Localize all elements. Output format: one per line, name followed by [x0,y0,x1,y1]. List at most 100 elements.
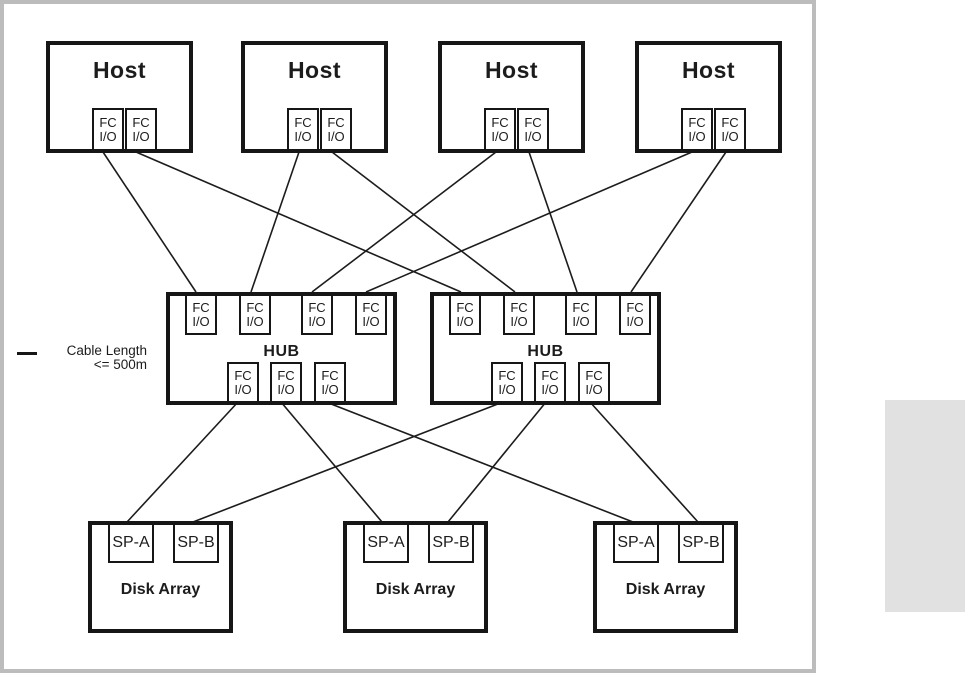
host-box-3: Host FC I/O FC I/O [438,41,585,153]
disk-array-label: Disk Array [625,581,706,598]
fc-port-label: I/O [572,313,590,329]
host-label: Host [484,57,539,83]
hub2-bottom-port-1: FC I/O [491,362,523,403]
fc-port-label: I/O [192,313,210,329]
sp-port-label: SP-B [682,534,720,551]
fc-port-label: I/O [308,313,326,329]
hub1-bottom-port-2: FC I/O [270,362,302,403]
hub-box-1: HUB FC I/O FC I/O FC I/O FC I/O FC I/O F… [166,292,397,405]
cable-host3-fc-port-a-to-hub1-top-port-3 [311,151,497,293]
cable-hub2-bottom-port-1-to-array1-sp-b [192,401,504,523]
host3-fc-port-a: FC I/O [484,108,516,151]
fc-port-label: I/O [246,313,264,329]
hub1-bottom-port-1: FC I/O [227,362,259,403]
hub2-bottom-port-2: FC I/O [534,362,566,403]
cable-hub2-bottom-port-2-to-array2-sp-b [447,401,547,523]
array2-sp-a: SP-A [363,523,409,563]
hub2-top-port-2: FC I/O [503,294,535,335]
hub1-top-port-1: FC I/O [185,294,217,335]
array3-sp-b: SP-B [678,523,724,563]
disk-array-label: Disk Array [375,581,456,598]
hub-box-2: HUB FC I/O FC I/O FC I/O FC I/O FC I/O F… [430,292,661,405]
fc-port-label: FC [498,367,516,383]
cable-length-legend: Cable Length <= 500m [17,344,147,372]
host-box-1: Host FC I/O FC I/O [46,41,193,153]
fc-port-label: FC [510,299,528,315]
cable-host3-fc-port-b-to-hub2-top-port-3 [528,151,578,293]
fc-port-label: I/O [498,381,516,397]
fc-port-label: I/O [277,381,295,397]
fc-port-label: I/O [491,128,509,144]
fc-port-label: FC [308,299,326,315]
disk-array-box-2: SP-A SP-B Disk Array [343,521,488,633]
fc-port-label: I/O [688,128,706,144]
fc-port-label: I/O [721,128,739,144]
fc-port-label: FC [491,114,509,130]
cable-host1-fc-port-b-to-hub2-top-port-1 [135,151,462,293]
cable-host1-fc-port-a-to-hub1-top-port-1 [102,151,197,293]
host-label: Host [287,57,342,83]
fc-port-label: FC [327,114,345,130]
sp-port-label: SP-A [617,534,655,551]
legend-cable-sample-line [17,352,37,355]
cable-host2-fc-port-a-to-hub1-top-port-2 [250,151,300,293]
fc-port-label: I/O [510,313,528,329]
fc-port-label: FC [585,367,603,383]
sp-port-label: SP-A [112,534,150,551]
cable-host2-fc-port-b-to-hub2-top-port-2 [331,151,516,293]
host4-fc-port-a: FC I/O [681,108,713,151]
cable-hub2-bottom-port-3-to-array3-sp-b [589,401,699,523]
hub-label: HUB [527,343,564,360]
fc-port-label: I/O [541,381,559,397]
hub2-top-port-4: FC I/O [619,294,651,335]
fc-port-label: FC [362,299,380,315]
host-label: Host [92,57,147,83]
fc-port-label: I/O [234,381,252,397]
fc-port-label: I/O [585,381,603,397]
fc-port-label: I/O [456,313,474,329]
host4-fc-port-b: FC I/O [714,108,746,151]
fc-port-label: FC [541,367,559,383]
hub1-bottom-port-3: FC I/O [314,362,346,403]
fc-port-label: FC [99,114,117,130]
host2-fc-port-a: FC I/O [287,108,319,151]
array1-sp-b: SP-B [173,523,219,563]
fc-port-label: I/O [321,381,339,397]
fc-port-label: FC [294,114,312,130]
fc-port-label: I/O [132,128,150,144]
cable-host4-fc-port-b-to-hub2-top-port-4 [630,151,727,293]
hub2-top-port-3: FC I/O [565,294,597,335]
array3-sp-a: SP-A [613,523,659,563]
sp-port-label: SP-A [367,534,405,551]
host1-fc-port-b: FC I/O [125,108,157,151]
fc-port-label: I/O [524,128,542,144]
hub2-top-port-1: FC I/O [449,294,481,335]
fc-port-label: FC [277,367,295,383]
fc-port-label: FC [321,367,339,383]
fc-port-label: FC [572,299,590,315]
disk-array-box-3: SP-A SP-B Disk Array [593,521,738,633]
legend-text-line1: Cable Length [66,343,147,358]
hub1-top-port-2: FC I/O [239,294,271,335]
fc-port-label: I/O [99,128,117,144]
fc-port-label: FC [246,299,264,315]
legend-text-line2: <= 500m [93,357,147,372]
disk-array-label: Disk Array [120,581,201,598]
fc-port-label: FC [192,299,210,315]
host-box-2: Host FC I/O FC I/O [241,41,388,153]
fc-port-label: FC [721,114,739,130]
fc-port-label: FC [456,299,474,315]
array2-sp-b: SP-B [428,523,474,563]
host3-fc-port-b: FC I/O [517,108,549,151]
sp-port-label: SP-B [177,534,215,551]
disk-array-box-1: SP-A SP-B Disk Array [88,521,233,633]
hub1-top-port-3: FC I/O [301,294,333,335]
fc-port-label: FC [132,114,150,130]
cable-hub1-bottom-port-3-to-array3-sp-a [325,401,634,523]
host1-fc-port-a: FC I/O [92,108,124,151]
fc-port-label: I/O [294,128,312,144]
fc-port-label: I/O [626,313,644,329]
cable-hub1-bottom-port-1-to-array1-sp-a [126,401,239,523]
host-box-4: Host FC I/O FC I/O [635,41,782,153]
